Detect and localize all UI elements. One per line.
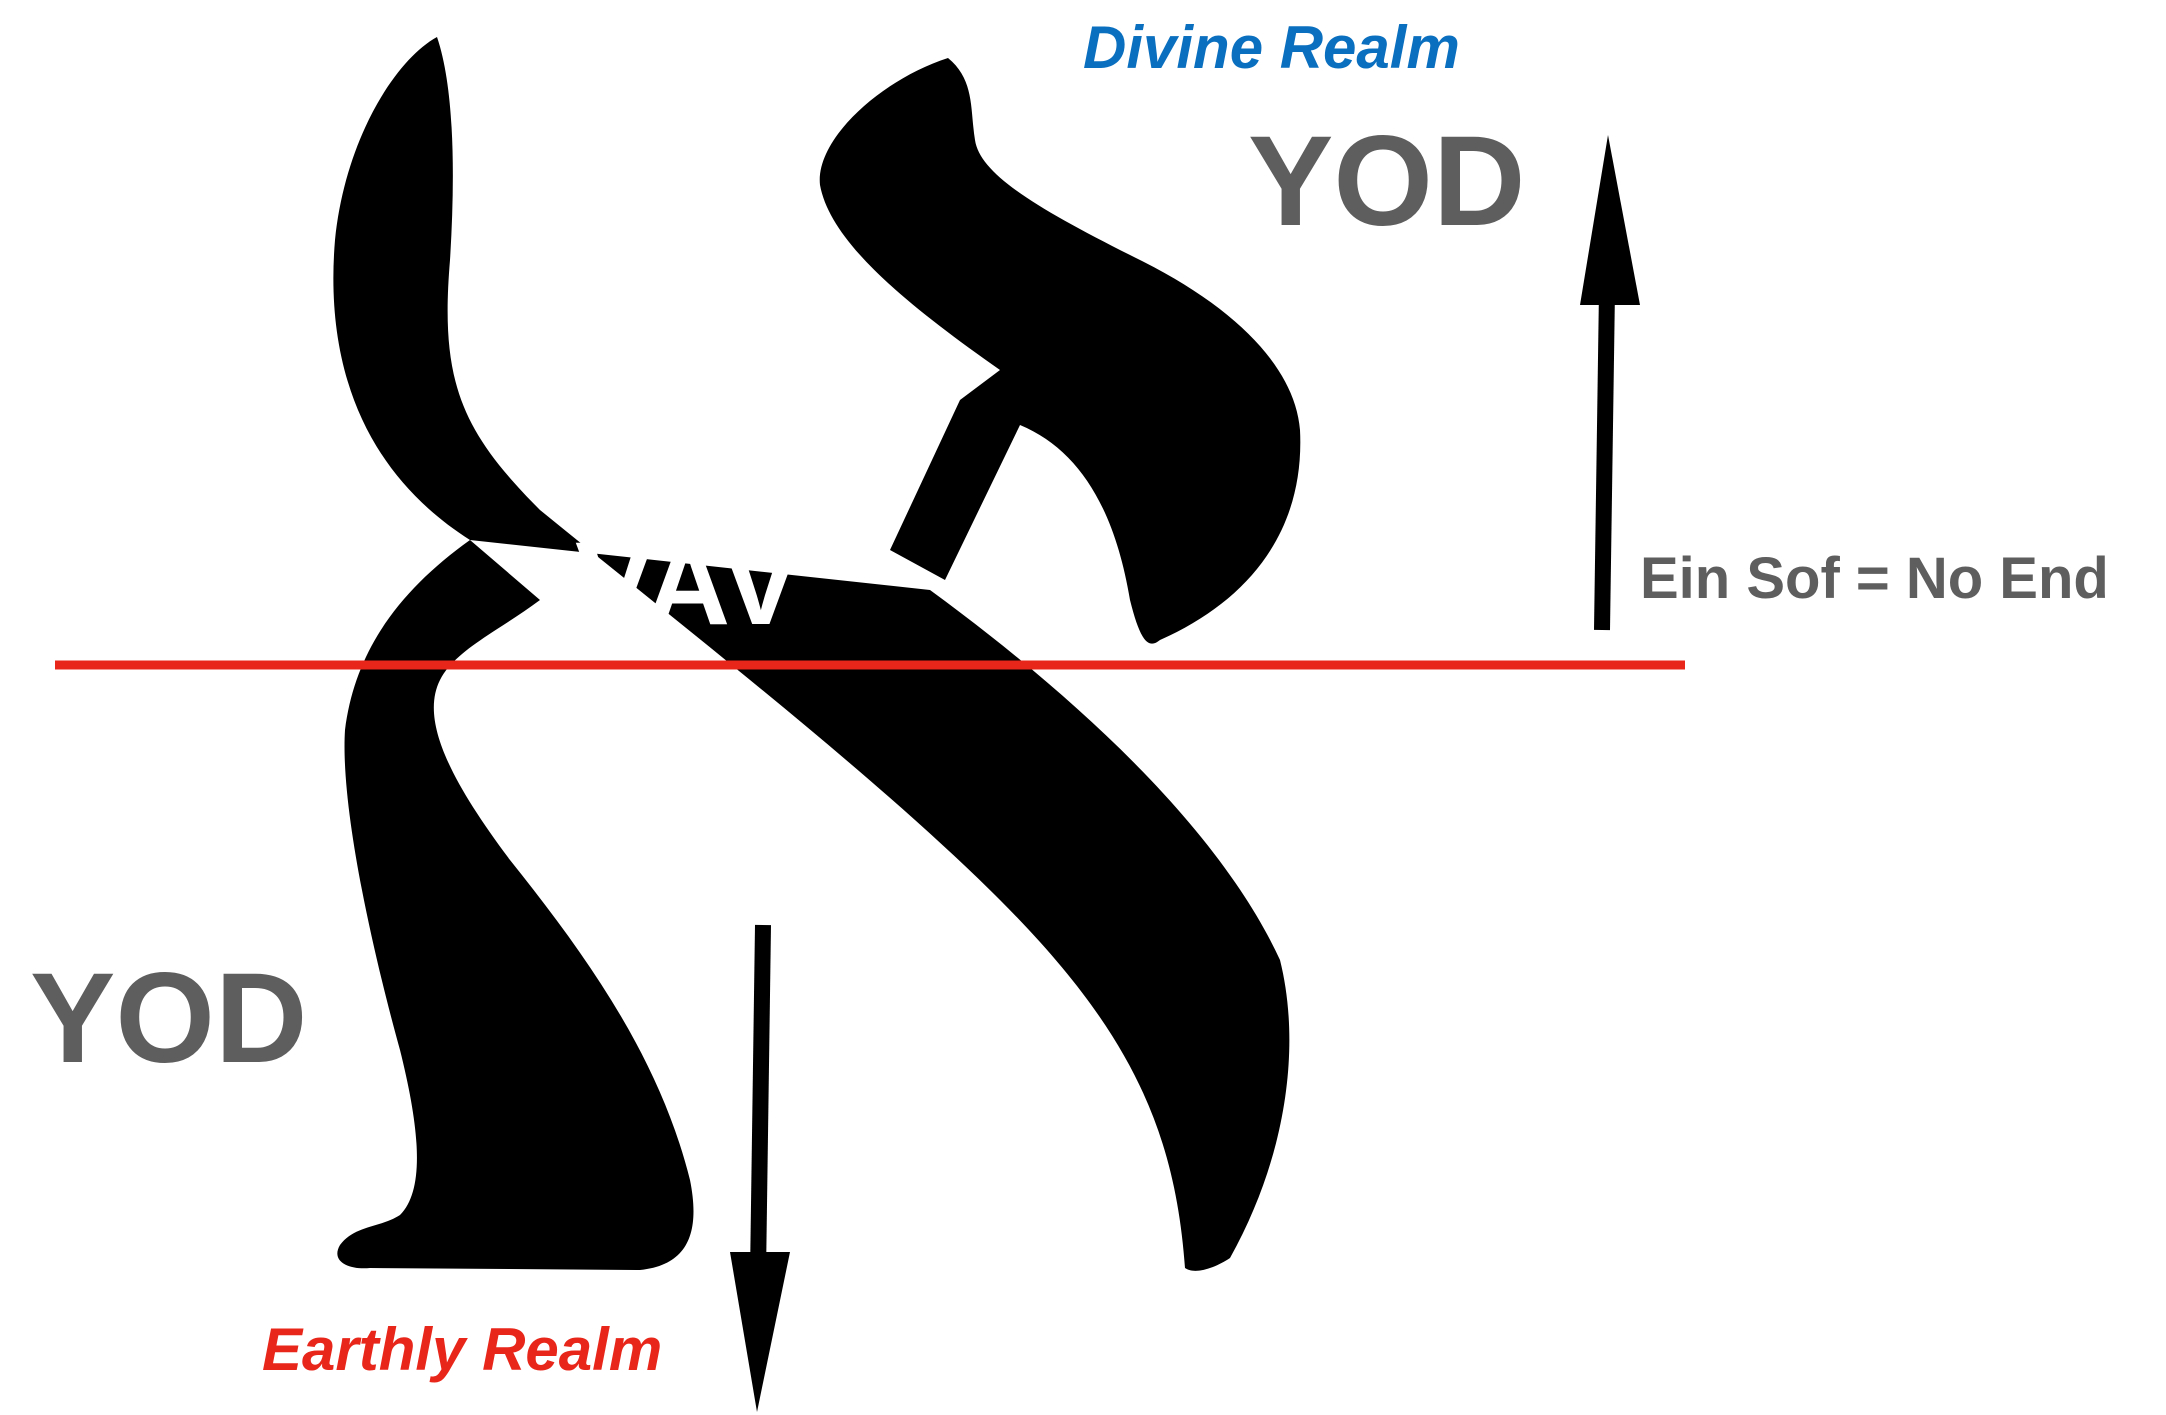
arrow-up-icon: [1580, 135, 1640, 631]
aleph-diagonal-stroke: [333, 37, 1290, 1271]
divine-realm-label: Divine Realm: [1083, 14, 1460, 81]
earthly-realm-label: Earthly Realm: [262, 1316, 663, 1383]
arrow-down-icon: [730, 924, 790, 1412]
vav-label: VAV: [575, 518, 801, 650]
aleph-glyph-icon: [333, 37, 1301, 1271]
aleph-upper-yod: [819, 58, 1301, 644]
yod-top-label: YOD: [1248, 110, 1526, 253]
aleph-lower-yod: [337, 540, 694, 1270]
yod-bottom-label: YOD: [30, 947, 308, 1090]
ein-sof-label: Ein Sof = No End: [1640, 546, 2109, 611]
